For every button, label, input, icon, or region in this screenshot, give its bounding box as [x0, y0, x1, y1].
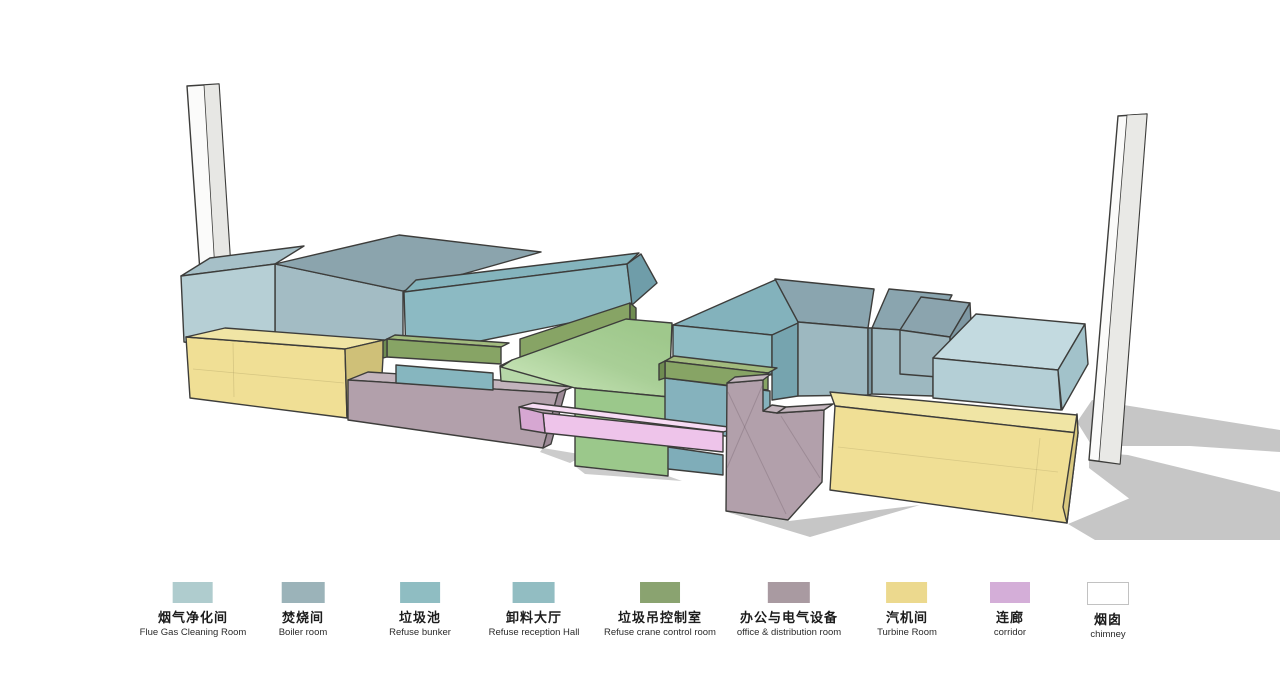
- office-brace-3: [780, 415, 821, 479]
- turbine-left-seam-v: [232, 342, 235, 398]
- office-brace-1: [727, 391, 787, 515]
- shadow-plinth-end: [540, 448, 585, 463]
- corridor-end-cap: [518, 406, 546, 434]
- shadow-band-upper-right: [1077, 400, 1280, 452]
- shadow-center: [727, 505, 920, 537]
- back-box1-front: [797, 321, 869, 397]
- bunker-right-side: [771, 322, 799, 401]
- bunker-base-front: [395, 364, 494, 391]
- flue-gas-room-right-front: [932, 357, 1062, 411]
- shadow-under-right-turbine: [1068, 478, 1280, 540]
- turbine-room-right-end: [1062, 413, 1079, 524]
- turbine-left-seam-h: [192, 368, 345, 384]
- boiler-room-top: [274, 234, 542, 292]
- office-block-front: [725, 379, 825, 521]
- office-right-top: [776, 403, 834, 414]
- crane-strip-right-cap: [658, 360, 666, 381]
- turbine-right-seam-v: [1031, 437, 1041, 513]
- crane-strip-left-cap: [382, 338, 388, 359]
- teal-below-corridor: [667, 446, 724, 476]
- office-tower-top: [726, 373, 772, 384]
- shadow-under-green-block: [576, 467, 682, 481]
- turbine-right-seam-h: [837, 446, 1059, 473]
- refuse-bunker-bar-end: [626, 253, 658, 306]
- flue-gas-room-right-side: [1057, 323, 1089, 411]
- turbine-room-left-front: [185, 336, 348, 419]
- office-brace-2: [726, 383, 764, 469]
- chimney-right-shade: [1098, 113, 1148, 465]
